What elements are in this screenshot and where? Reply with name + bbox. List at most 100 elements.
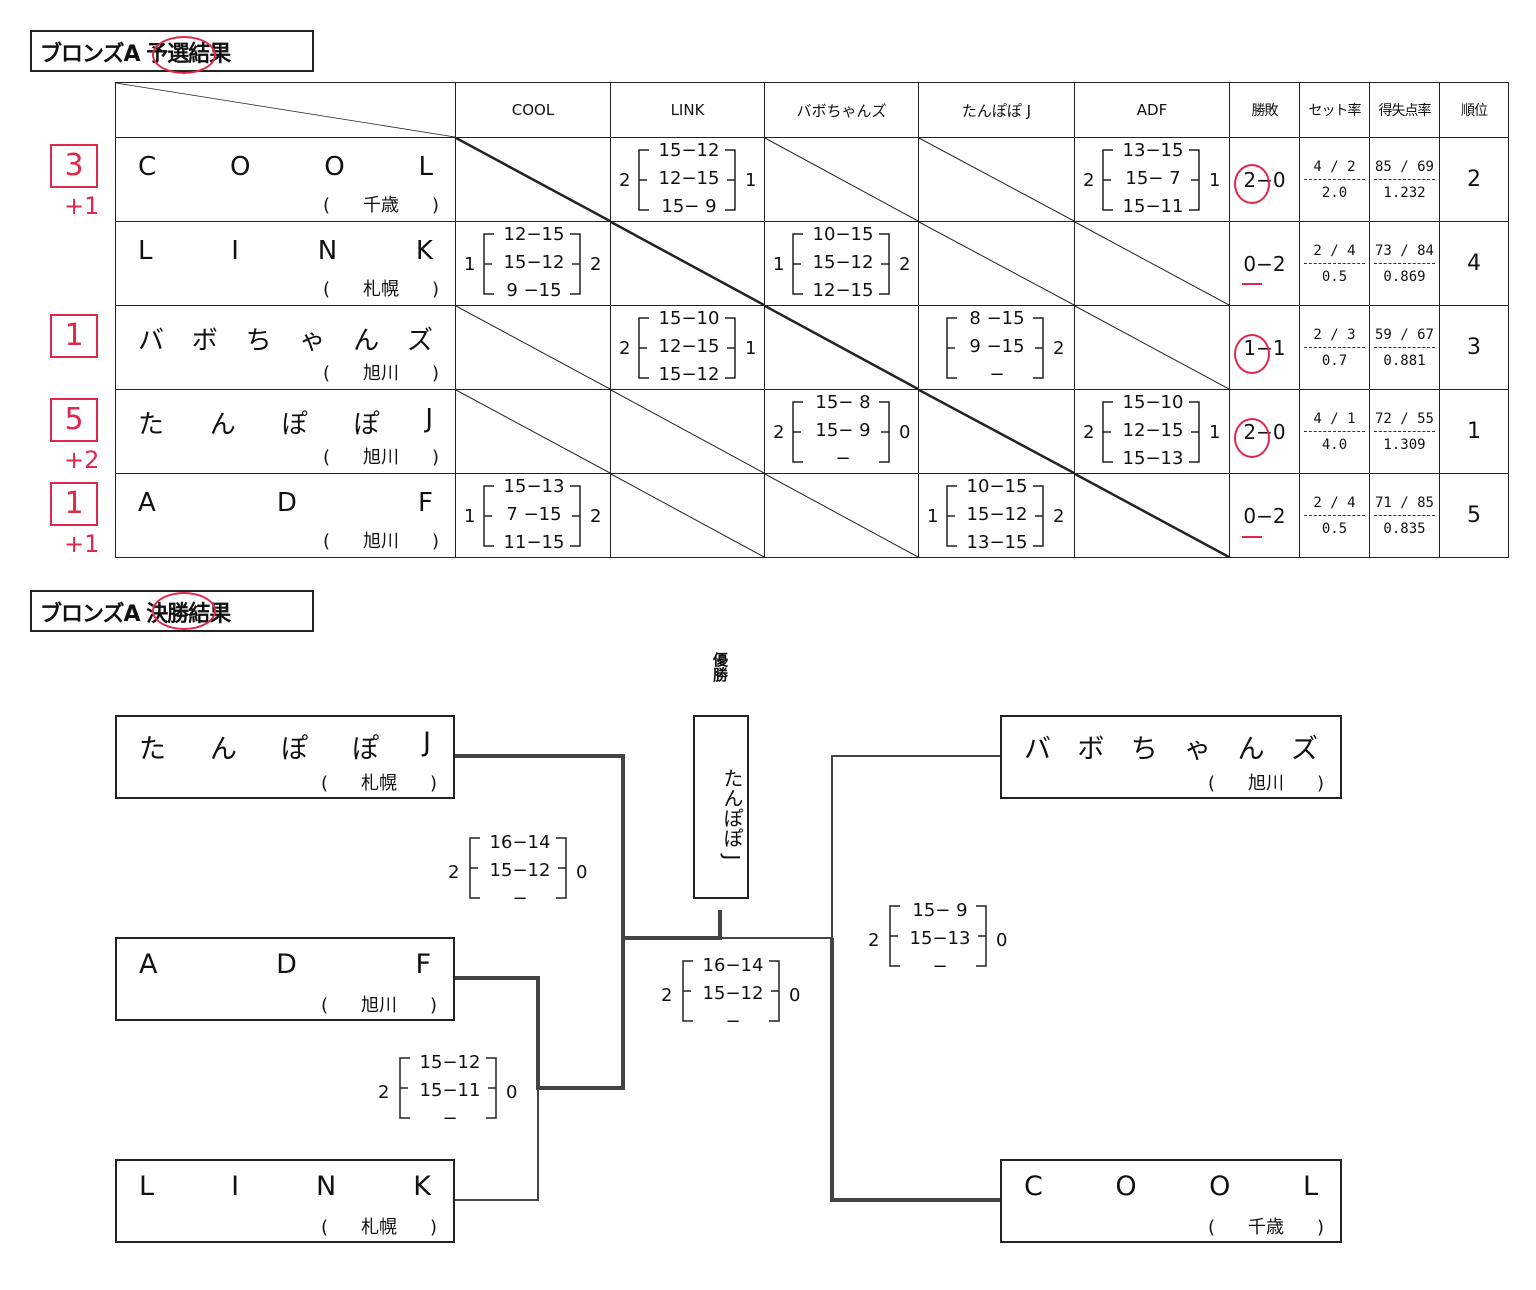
set-score: 12−15 [503, 224, 565, 245]
team-name-char: ぽ [353, 410, 380, 440]
sets-won-right: 2 [899, 254, 911, 275]
winloss-circle [1234, 334, 1270, 374]
city-name: 千歳 [363, 195, 399, 216]
team-name-char: た [139, 734, 166, 765]
sets-won-left: 2 [661, 985, 673, 1006]
set-score: 12−15 [658, 336, 720, 357]
sets-won-left: 1 [464, 506, 476, 527]
set-score: 15−12 [702, 983, 764, 1004]
point-rate: 0.881 [1383, 352, 1426, 369]
set-score: 9 −15 [969, 336, 1025, 357]
score-bracket [399, 1057, 497, 1119]
team-name-char: N [316, 1171, 337, 1202]
set-score: 11−15 [503, 532, 565, 553]
score-bracket [889, 905, 987, 967]
point-ratio: 72 / 55 [1374, 411, 1435, 432]
set-ratio: 4 / 1 [1304, 411, 1365, 432]
sets-won-right: 2 [590, 506, 602, 527]
team-city: (札幌) [321, 1213, 437, 1239]
point-rate: 1.309 [1383, 436, 1426, 453]
set-rate: 0.5 [1321, 268, 1348, 285]
bonus-mark: +2 [64, 446, 100, 474]
score-bracket [946, 317, 1044, 379]
team-name-char: J [425, 404, 433, 434]
header-rank: 順位 [1439, 82, 1509, 138]
paren: ( [321, 1217, 329, 1238]
sets-won-right: 1 [1209, 170, 1221, 191]
set-score: 15−12 [966, 504, 1028, 525]
self-match-cell [1074, 473, 1230, 558]
team-name-char: O [324, 152, 345, 182]
self-match-cell [455, 137, 611, 222]
score-block: 2 15−10 12−15 15−12 1 [611, 306, 764, 389]
paren: ) [431, 279, 439, 300]
team-city: (旭川) [1208, 769, 1324, 795]
rank-mark: 1 [50, 314, 98, 358]
team-name: バボちゃんズ [138, 320, 433, 357]
set-score: 15− 9 [912, 900, 968, 921]
set-score: 15−13 [909, 928, 971, 949]
team-name-char: ぽ [352, 734, 379, 765]
city-name: 旭川 [1248, 773, 1284, 794]
point-rate: 1.232 [1383, 184, 1426, 201]
set-score: 7 −15 [506, 504, 562, 525]
champion-box: たんぽぽ J [693, 715, 749, 899]
team-name-char: F [415, 949, 431, 980]
city-name: 旭川 [363, 363, 399, 384]
bracket-team-box: バボちゃんズ (旭川) [1000, 715, 1342, 799]
set-score: 15−13 [503, 476, 565, 497]
score-block: 2 15−12 15−11 − 0 [372, 1050, 532, 1129]
point-rate: 0.835 [1383, 520, 1426, 537]
paren: ( [1208, 1217, 1216, 1238]
team-name-char: L [139, 1171, 155, 1202]
sets-won-right: 0 [996, 930, 1008, 951]
set-score: 15−10 [658, 308, 720, 329]
score-bracket [483, 485, 581, 547]
sets-won-right: 0 [506, 1082, 518, 1103]
paren: ) [429, 995, 437, 1016]
score-bracket [682, 960, 780, 1022]
set-score: 15−12 [658, 140, 720, 161]
rank-cell: 1 [1439, 389, 1509, 474]
score-block: 2 15−12 12−15 15− 9 1 [611, 138, 764, 221]
sets-won-left: 2 [378, 1082, 390, 1103]
rank-cell: 2 [1439, 137, 1509, 222]
set-score: 15− 9 [815, 420, 871, 441]
point-ratio: 73 / 84 [1374, 243, 1435, 264]
paren: ) [431, 447, 439, 468]
set-score: 15−12 [812, 252, 874, 273]
no-match-cell [918, 137, 1075, 222]
sets-won-right: 2 [1053, 338, 1065, 359]
set-score: 12−15 [658, 168, 720, 189]
winloss-underline [1242, 536, 1262, 538]
team-name-char: ん [1237, 734, 1265, 765]
team-name-char: J [423, 727, 431, 758]
set-score: 15−12 [489, 860, 551, 881]
point-ratio: 85 / 69 [1374, 159, 1435, 180]
set-score: 8 −15 [969, 308, 1025, 329]
sets-won-left: 2 [868, 930, 880, 951]
score-block: 1 10−15 15−12 12−15 2 [765, 222, 918, 305]
paren: ( [323, 195, 331, 216]
set-score: 12−15 [812, 280, 874, 301]
rank-cell: 5 [1439, 473, 1509, 558]
point-rate-cell: 85 / 69 1.232 [1369, 137, 1440, 222]
match-score-cell: 1 15−13 7 −15 11−15 2 [455, 473, 611, 558]
sets-won-left: 2 [1083, 170, 1095, 191]
sets-won-right: 1 [1209, 422, 1221, 443]
city-name: 千歳 [1248, 1217, 1284, 1238]
set-score: 13−15 [1122, 140, 1184, 161]
paren: ( [321, 995, 329, 1016]
paren: ( [323, 363, 331, 384]
team-city: (千歳) [323, 191, 439, 217]
city-name: 札幌 [361, 1217, 397, 1238]
